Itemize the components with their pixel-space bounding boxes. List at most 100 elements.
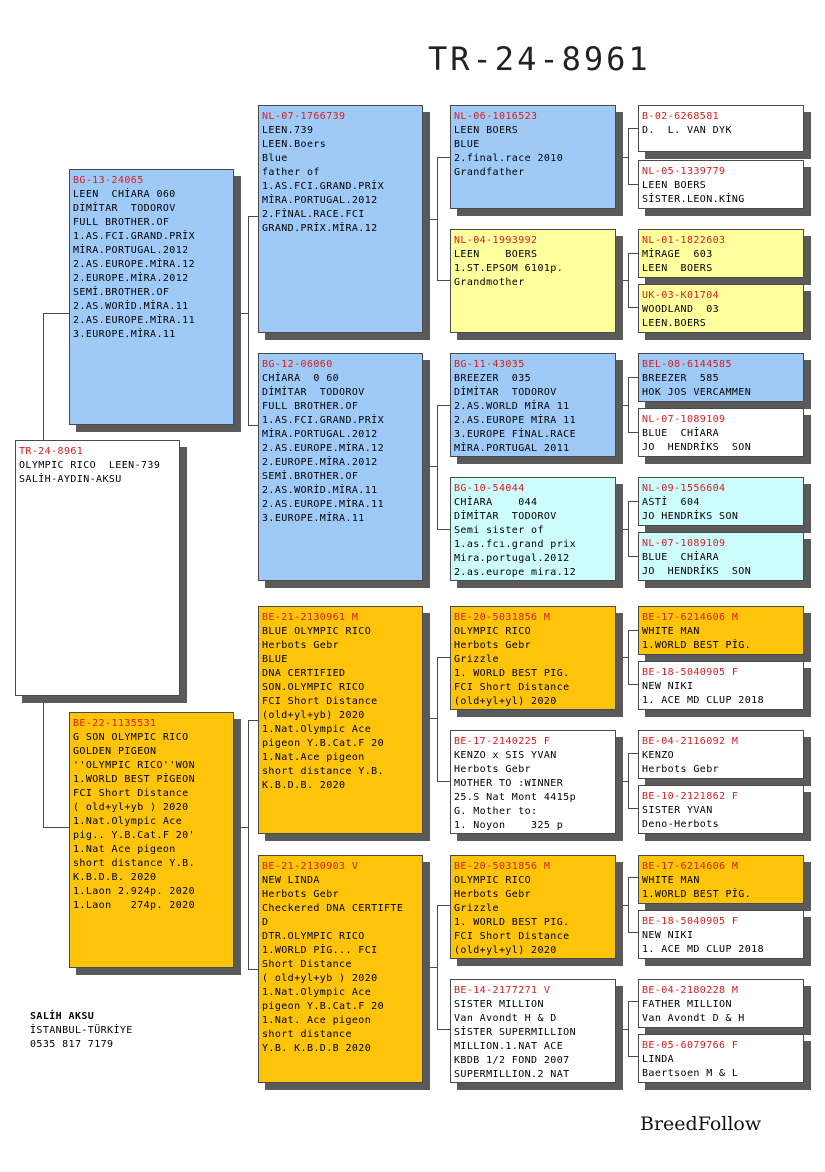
pedigree-line: pigeon Y.B.Cat.F 20 [262,738,384,749]
pedigree-line: Grizzle [454,654,499,665]
pedigree-line: DİMİTAR TODOROV [454,511,557,522]
pedigree-line: LEEN.Boers [262,139,327,150]
pedigree-line: CHİARA 044 [454,497,538,508]
pedigree-line: MİRA.PORTUGAL 2011 [454,443,570,454]
pedigree-line: DİMİTAR TODOROV [73,203,176,214]
pedigree-line: DTR.OLYMPIC RICO [262,931,365,942]
pedigree-line: Herbots Gebr [642,764,720,775]
pedigree-line: LEEN BOERS [642,180,707,191]
pedigree-line: FULL BROTHER.OF [262,401,359,412]
pedigree-line: 1.Nat.Olympic Ace [262,987,372,998]
ring-number: BE-18-5040905 F [642,916,739,927]
pedigree-line: 2.AS.WORİD.MİRA.11 [73,301,189,312]
ring-number: BE-22-1135531 [73,718,157,729]
pedigree-line: 1.as.fcı.grand prix [454,539,576,550]
pedigree-line: 1.Laon 2.924p. 2020 [73,886,195,897]
owner-name: SALİH AKSU [30,1011,95,1022]
ring-number: BE-04-2180228 M [642,985,739,996]
pedigree-line: HOK JOS VERCAMMEN [642,387,752,398]
pedigree-line: Grandmother [454,277,525,288]
pedigree-line: KENZO [642,750,675,761]
pedigree-line: 1.AS.FCI.GRAND.PRİX [262,181,384,192]
pedigree-line: MİRA.PORTUGAL.2012 [262,429,378,440]
pedigree-line: GRAND.PRİX.MİRA.12 [262,223,378,234]
pedigree-line: Herbots Gebr [454,640,532,651]
pedigree-line: OLYMPIC RICO [454,875,532,886]
pedigree-line: 2.AS.WORİD.MİRA.11 [262,485,378,496]
pedigree-line: father of [262,167,320,178]
pedigree-line: LEEN CHİARA 060 [73,189,176,200]
pedigree-line: 1.Nat. Ace pigeon [262,1015,372,1026]
pedigree-line: 1.WORLD PİG... FCI [262,945,378,956]
pedigree-line: FCI Short Distance [73,788,189,799]
pedigree-line: SİSTER.LEON.KİNG [642,194,745,205]
pedigree-line: 2.EUROPE.MİRA.2012 [73,273,189,284]
pedigree-line: BLUE CHİARA [642,552,720,563]
pedigree-line: ''OLYMPIC RICO''WON [73,760,195,771]
owner-phone: 0535 817 7179 [30,1039,114,1050]
pedigree-line: Van Avondt D & H [642,1013,745,1024]
pedigree-line: KBDB 1/2 FOND 2007 [454,1055,570,1066]
pedigree-line: 2.EUROPE.MİRA.2012 [262,457,378,468]
ring-number: BG-10-54044 [454,483,525,494]
pedigree-line: SISTER MILLION [454,999,544,1010]
pedigree-line: Deno-Herbots [642,819,720,830]
pedigree-line: WOODLAND 03 [642,304,720,315]
pedigree-line: BLUE [454,139,480,150]
pedigree-line: NEW LINDA [262,875,320,886]
pedigree-line: MİRA.PORTUGAL.2012 [262,195,378,206]
pedigree-line: Herbots Gebr [262,889,340,900]
pedigree-line: NEW NIKI [642,930,694,941]
subject-pigeon-card[interactable]: TR-24-8961 OLYMPIC RICO LEEN-739 SALİH-A… [15,440,180,696]
pedigree-line: Herbots Gebr [454,764,532,775]
ring-number: BE-17-6214606 M [642,861,739,872]
ring-number: BE-14-2177271 V [454,985,551,996]
pedigree-line: OLYMPIC RICO [454,626,532,637]
pedigree-line: BREEZER 585 [642,373,720,384]
ring-number: B-02-6268581 [642,111,720,122]
owner-info: SALİH AKSU İSTANBUL-TÜRKİYE 0535 817 717… [30,1010,133,1052]
pedigree-line: NEW NIKI [642,681,694,692]
pedigree-line: MOTHER TO :WINNER [454,778,564,789]
pedigree-line: 1.AS.FCI.GRAND.PRİX [73,231,195,242]
pedigree-line: DİMİTAR TODOROV [262,387,365,398]
pedigree-line: SİSTER SUPERMILLION [454,1027,576,1038]
pedigree-line: Baertsoen M & L [642,1068,739,1079]
pedigree-line: FCI Short Distance [262,696,378,707]
pedigree-line: 2.AS.EUROPE.MİRA.12 [262,443,384,454]
pedigree-line: 2.AS.WORLD MİRA 11 [454,401,570,412]
pedigree-line: CHİARA 0 60 [262,373,340,384]
pedigree-line: LEEN BOERS [454,249,538,260]
pedigree-line: D [262,917,269,928]
